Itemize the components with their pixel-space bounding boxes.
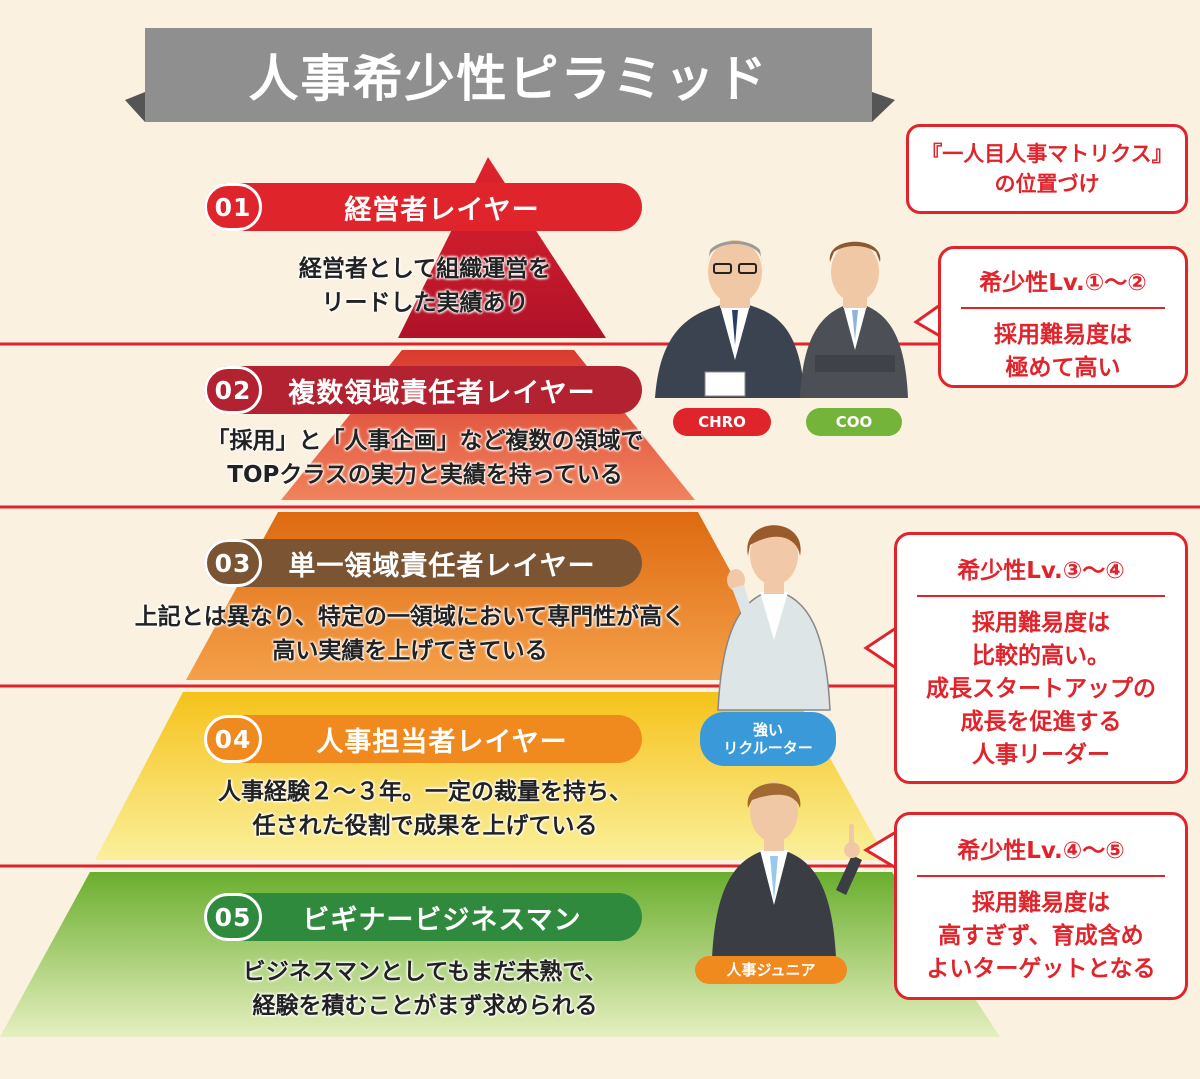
rarity-line: 成長を促進する <box>960 709 1122 735</box>
rarity-line: 比較的高い。 <box>972 643 1110 669</box>
layer-number: 03 <box>204 539 262 587</box>
layer-desc-line: 高い実績を上げてきている <box>272 638 548 664</box>
coo-tag: COO <box>806 408 902 436</box>
layer-title: 経営者レイヤー <box>344 194 540 226</box>
layer-description-05: ビジネスマンとしてもまだ未熟で、 経験を積むことがまず求められる <box>170 955 680 1023</box>
rarity-divider <box>917 875 1165 877</box>
banner-fold-right <box>872 92 895 122</box>
rarity-box-1: 希少性Lv.①〜② 採用難易度は 極めて高い <box>938 246 1188 388</box>
recruiter-tag-line2: リクルーター <box>723 739 813 757</box>
rarity-line: 成長スタートアップの <box>926 676 1156 702</box>
matrix-box-line1: 『一人目人事マトリクス』 <box>921 142 1173 166</box>
layer-title: 単一領域責任者レイヤー <box>288 550 596 582</box>
rarity-level: 希少性Lv.①〜② <box>979 270 1147 296</box>
chro-tag: CHRO <box>673 408 771 436</box>
recruiter-illustration <box>717 525 831 711</box>
layer-label-01: 01 経営者レイヤー <box>204 183 642 231</box>
junior-illustration <box>712 782 862 958</box>
callout-pointer <box>913 302 942 339</box>
layer-title: ビギナービジネスマン <box>302 904 582 936</box>
rarity-line: 高すぎず、育成含め <box>938 923 1144 949</box>
rarity-line: 採用難易度は <box>972 610 1110 636</box>
rarity-line: 採用難易度は <box>972 890 1110 916</box>
rarity-level: 希少性Lv.③〜④ <box>957 558 1125 584</box>
callout-pointer <box>863 625 898 671</box>
rarity-description: 採用難易度は 極めて高い <box>941 319 1185 385</box>
rarity-line: 極めて高い <box>1005 355 1121 381</box>
layer-number: 02 <box>204 366 262 414</box>
layer-description-03: 上記とは異なり、特定の一領域において専門性が高く 高い実績を上げてきている <box>100 600 720 668</box>
matrix-box-line2: の位置づけ <box>994 172 1100 196</box>
layer-desc-line: 「採用」と「人事企画」など複数の領域で <box>206 428 644 454</box>
chro-illustration <box>655 240 805 398</box>
rarity-description: 採用難易度は 高すぎず、育成含め よいターゲットとなる <box>897 887 1185 986</box>
rarity-divider <box>961 307 1165 309</box>
layer-label-05: 05 ビギナービジネスマン <box>204 893 642 941</box>
layer-label-04: 04 人事担当者レイヤー <box>204 715 642 763</box>
layer-label-02: 02 複数領域責任者レイヤー <box>204 366 642 414</box>
layer-desc-line: 経験を積むことがまず求められる <box>252 993 598 1019</box>
layer-title: 人事担当者レイヤー <box>316 726 568 758</box>
rarity-box-3: 希少性Lv.④〜⑤ 採用難易度は 高すぎず、育成含め よいターゲットとなる <box>894 812 1188 1000</box>
layer-desc-line: リードした実績あり <box>321 290 529 316</box>
layer-desc-line: TOPクラスの実力と実績を持っている <box>227 462 623 488</box>
rarity-description: 採用難易度は 比較的高い。 成長スタートアップの 成長を促進する 人事リーダー <box>897 607 1185 772</box>
page-title: 人事希少性ピラミッド <box>145 28 872 122</box>
layer-number: 04 <box>204 715 262 763</box>
layer-desc-line: 経営者として組織運営を <box>298 256 552 282</box>
matrix-position-box: 『一人目人事マトリクス』 の位置づけ <box>906 124 1188 214</box>
layer-description-04: 人事経験２〜３年。一定の裁量を持ち、 任された役割で成果を上げている <box>160 775 690 843</box>
layer-desc-line: 上記とは異なり、特定の一領域において専門性が高く <box>134 604 686 630</box>
layer-desc-line: 任された役割で成果を上げている <box>252 813 598 839</box>
rarity-line: 採用難易度は <box>994 322 1132 348</box>
layer-desc-line: 人事経験２〜３年。一定の裁量を持ち、 <box>218 779 632 805</box>
layer-description-01: 経営者として組織運営を リードした実績あり <box>250 252 600 320</box>
coo-illustration <box>800 241 908 398</box>
pyramid-tier-1 <box>398 157 606 338</box>
layer-desc-line: ビジネスマンとしてもまだ未熟で、 <box>242 959 608 985</box>
rarity-box-2: 希少性Lv.③〜④ 採用難易度は 比較的高い。 成長スタートアップの 成長を促進… <box>894 532 1188 784</box>
rarity-divider <box>917 595 1165 597</box>
layer-number: 01 <box>204 183 262 231</box>
recruiter-tag: 強い リクルーター <box>700 712 836 766</box>
rarity-level: 希少性Lv.④〜⑤ <box>957 838 1125 864</box>
layer-label-03: 03 単一領域責任者レイヤー <box>204 539 642 587</box>
junior-tag: 人事ジュニア <box>695 956 847 984</box>
layer-description-02: 「採用」と「人事企画」など複数の領域で TOPクラスの実力と実績を持っている <box>160 424 690 492</box>
layer-title: 複数領域責任者レイヤー <box>288 377 596 409</box>
rarity-line: よいターゲットとなる <box>926 956 1156 982</box>
banner-fold-left <box>125 92 145 122</box>
recruiter-tag-line1: 強い <box>752 721 783 739</box>
layer-number: 05 <box>204 893 262 941</box>
rarity-line: 人事リーダー <box>972 742 1110 768</box>
